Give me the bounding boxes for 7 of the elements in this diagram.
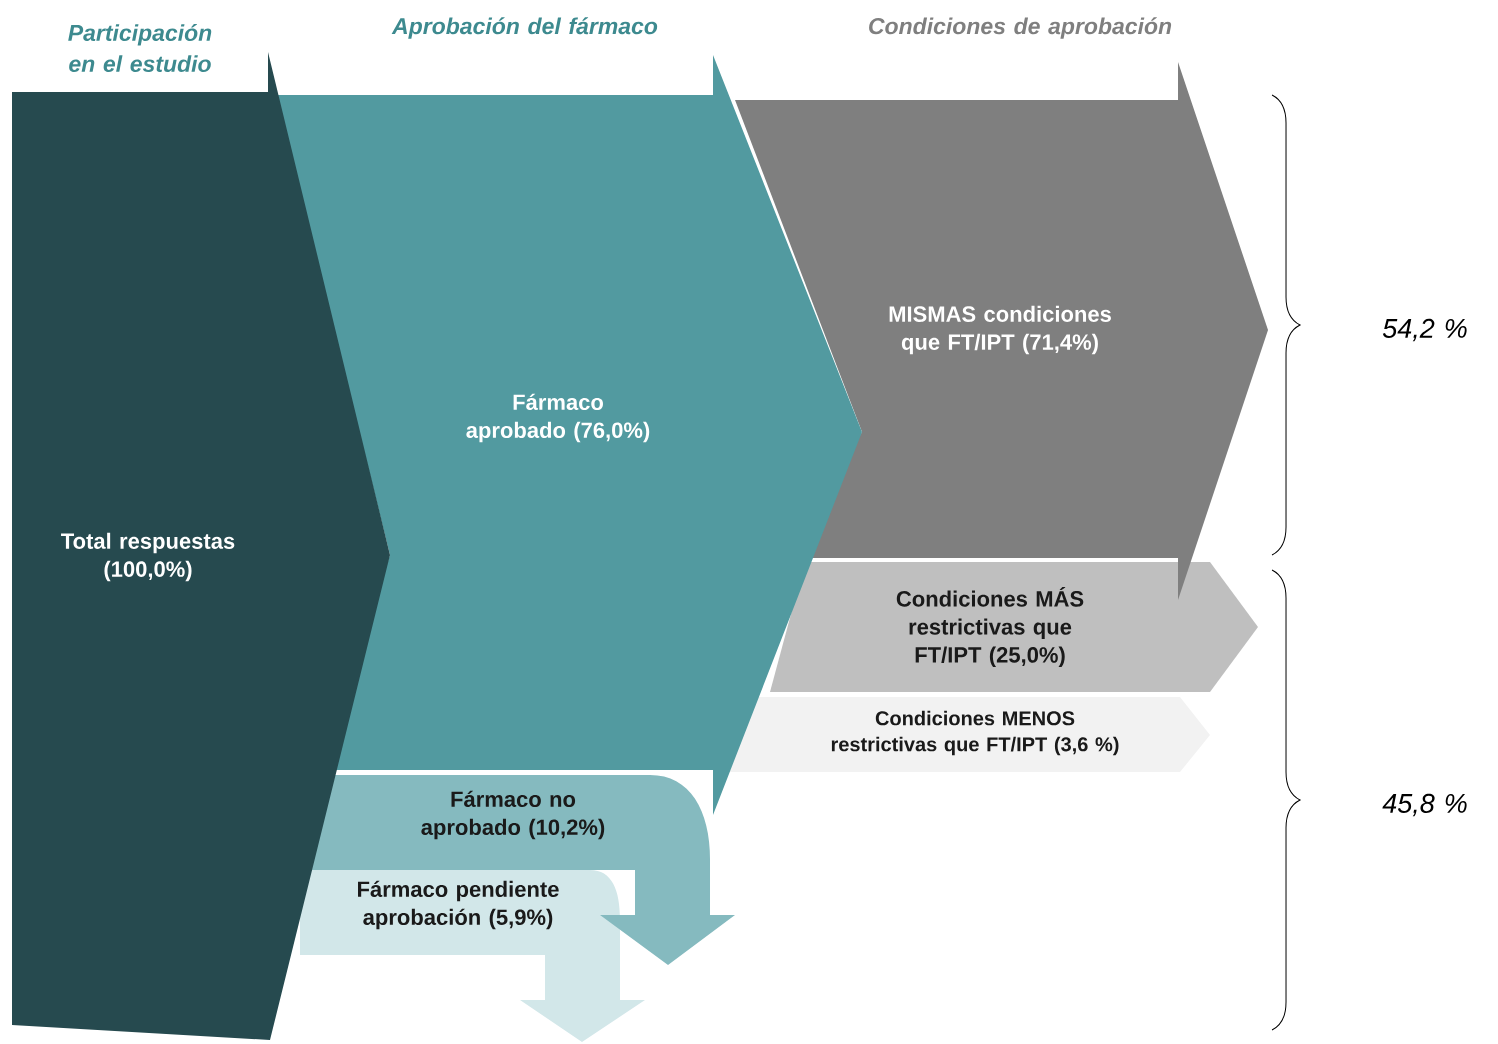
column-header: Condiciones de aprobación [869, 17, 1172, 39]
percentage-label: 45,8 % [1382, 793, 1467, 817]
flow-band: Condiciones MENOS restrictivas que FT/IPT (3,6 %) [730, 697, 1210, 772]
flow-band: Condiciones MÁS restrictivas que FT/IPT (25,0%) [770, 562, 1258, 692]
bent-band: Fármaco pendiente aprobación (5,9%) [300, 870, 645, 1042]
percentage-label: 54,2 % [1382, 318, 1467, 342]
column-header: Aprobación del fármaco [391, 17, 658, 39]
